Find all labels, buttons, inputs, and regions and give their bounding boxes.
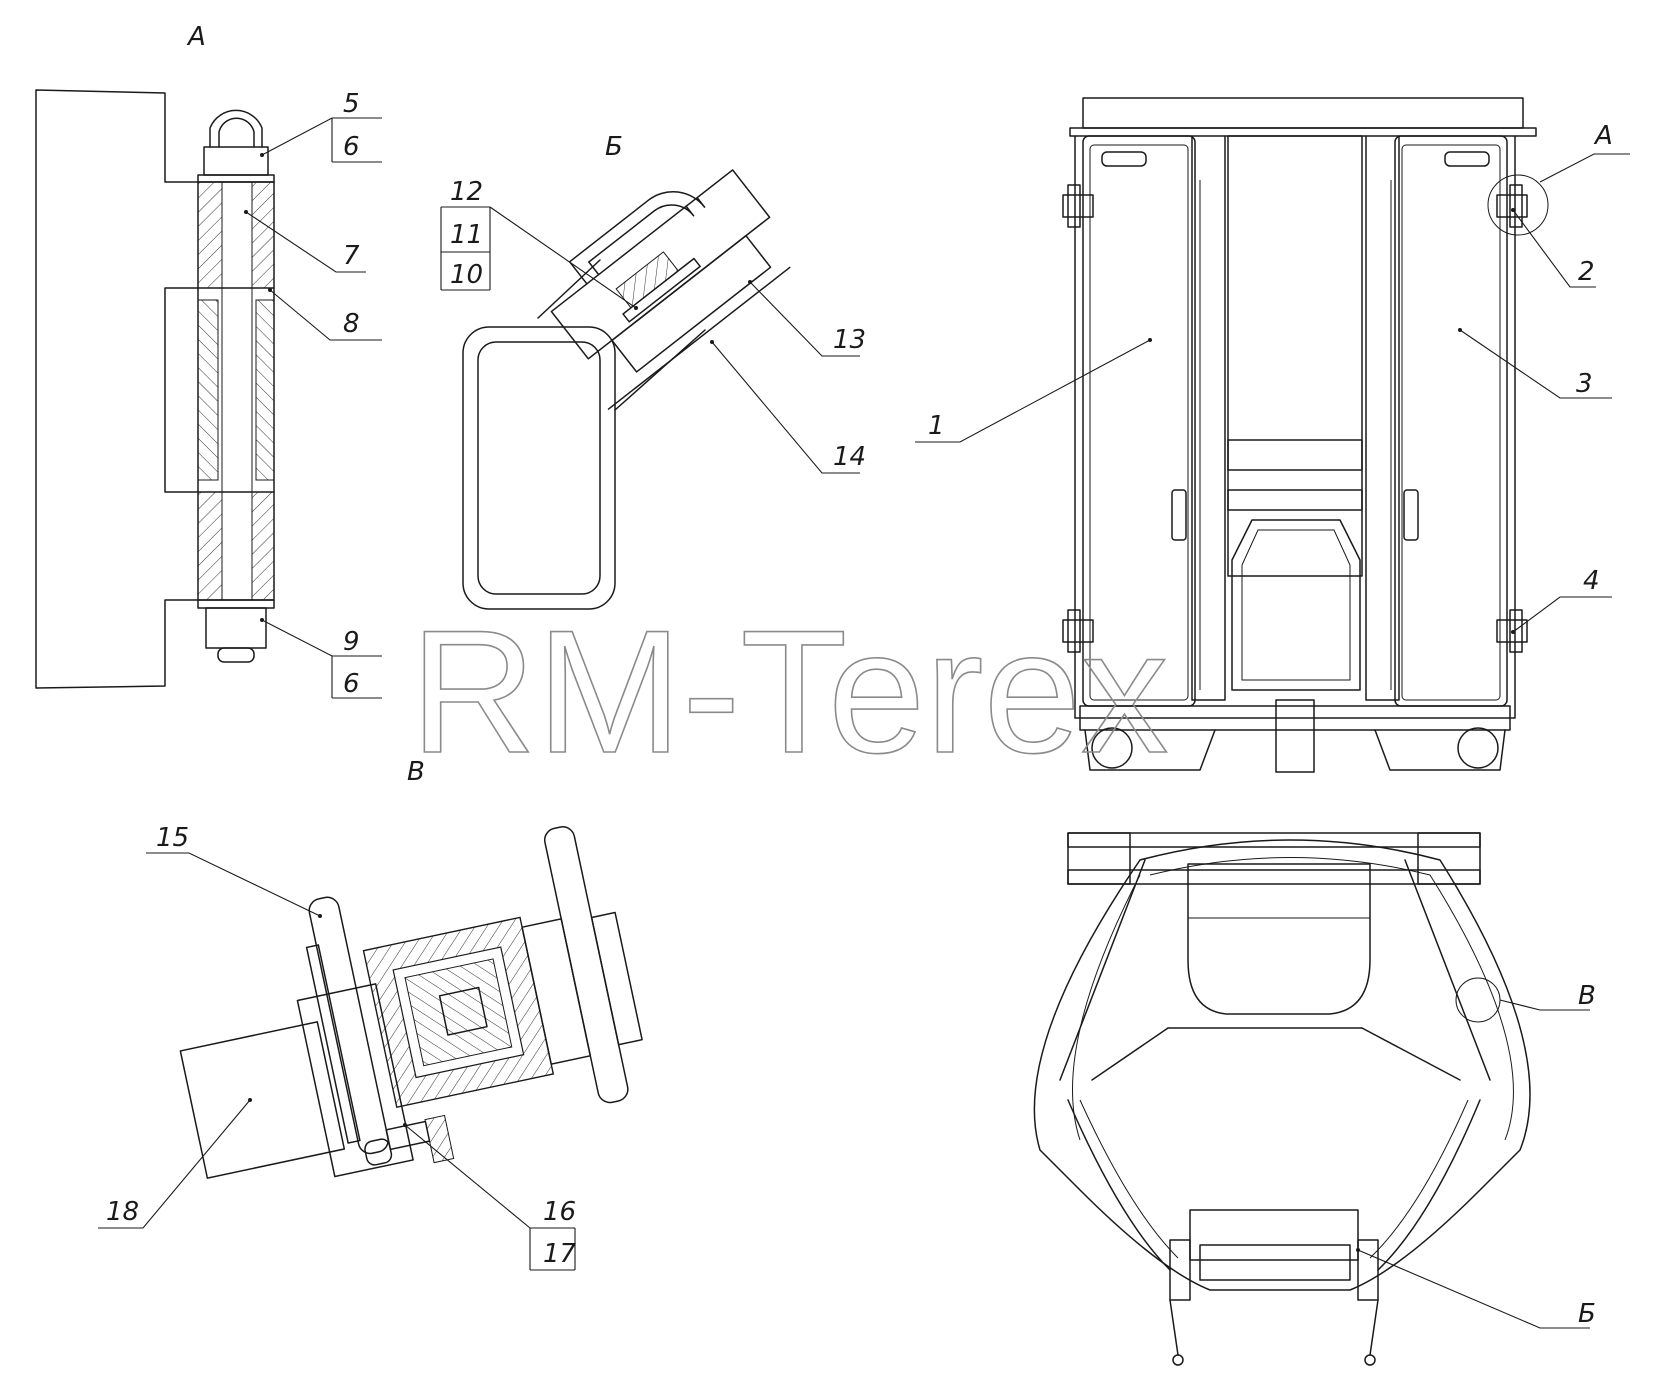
callout-17: 17: [543, 1239, 577, 1269]
callout-8: 8: [343, 309, 360, 339]
callout-6-bottom: 6: [343, 669, 360, 699]
view-b-bolt-joint: Б: [462, 132, 791, 610]
callout-4: 4: [1583, 566, 1600, 596]
hinge-upper-left: [1062, 184, 1094, 228]
callout-14: 14: [833, 442, 866, 472]
callout-7: 7: [343, 241, 360, 271]
view-a-callouts: 5 6 7 8 9 6: [245, 89, 382, 699]
callout-1: 1: [928, 411, 945, 441]
hinge-lower-left: [1062, 609, 1094, 653]
callout-2: 2: [1578, 257, 1595, 287]
view-v-title: В: [407, 757, 425, 787]
callout-12: 12: [450, 177, 483, 207]
callout-ref-v: В: [1578, 981, 1596, 1011]
callout-15: 15: [156, 823, 189, 853]
view-b-title: Б: [605, 132, 623, 162]
callout-ref-a: А: [1593, 121, 1613, 151]
view-a-title: А: [186, 22, 206, 52]
view-v-bracket-section: В: [179, 757, 643, 1179]
callout-13: 13: [833, 325, 866, 355]
callout-11: 11: [450, 220, 483, 250]
view-v-callouts: 15 16 17 18: [98, 823, 577, 1271]
plan-view-ring: [1033, 832, 1531, 1366]
front-view-callouts: 1 2 3 4 А: [915, 121, 1630, 633]
watermark: RM-Terex: [410, 595, 1168, 790]
plan-view-callouts: В Б: [1357, 981, 1596, 1329]
callout-9: 9: [343, 627, 360, 657]
front-view-body: [1062, 97, 1549, 773]
view-b-callouts: 12 11 10 13 14: [440, 177, 866, 474]
callout-5: 5: [343, 89, 360, 119]
callout-16: 16: [543, 1197, 576, 1227]
callout-6-top: 6: [343, 132, 360, 162]
callout-3: 3: [1576, 369, 1593, 399]
callout-10: 10: [450, 260, 483, 290]
hinge-upper-right: [1496, 184, 1528, 228]
view-a-pin-section: А: [35, 22, 275, 689]
hinge-lower-right: [1496, 609, 1528, 653]
callout-18: 18: [106, 1197, 139, 1227]
callout-ref-b: Б: [1578, 1299, 1596, 1329]
